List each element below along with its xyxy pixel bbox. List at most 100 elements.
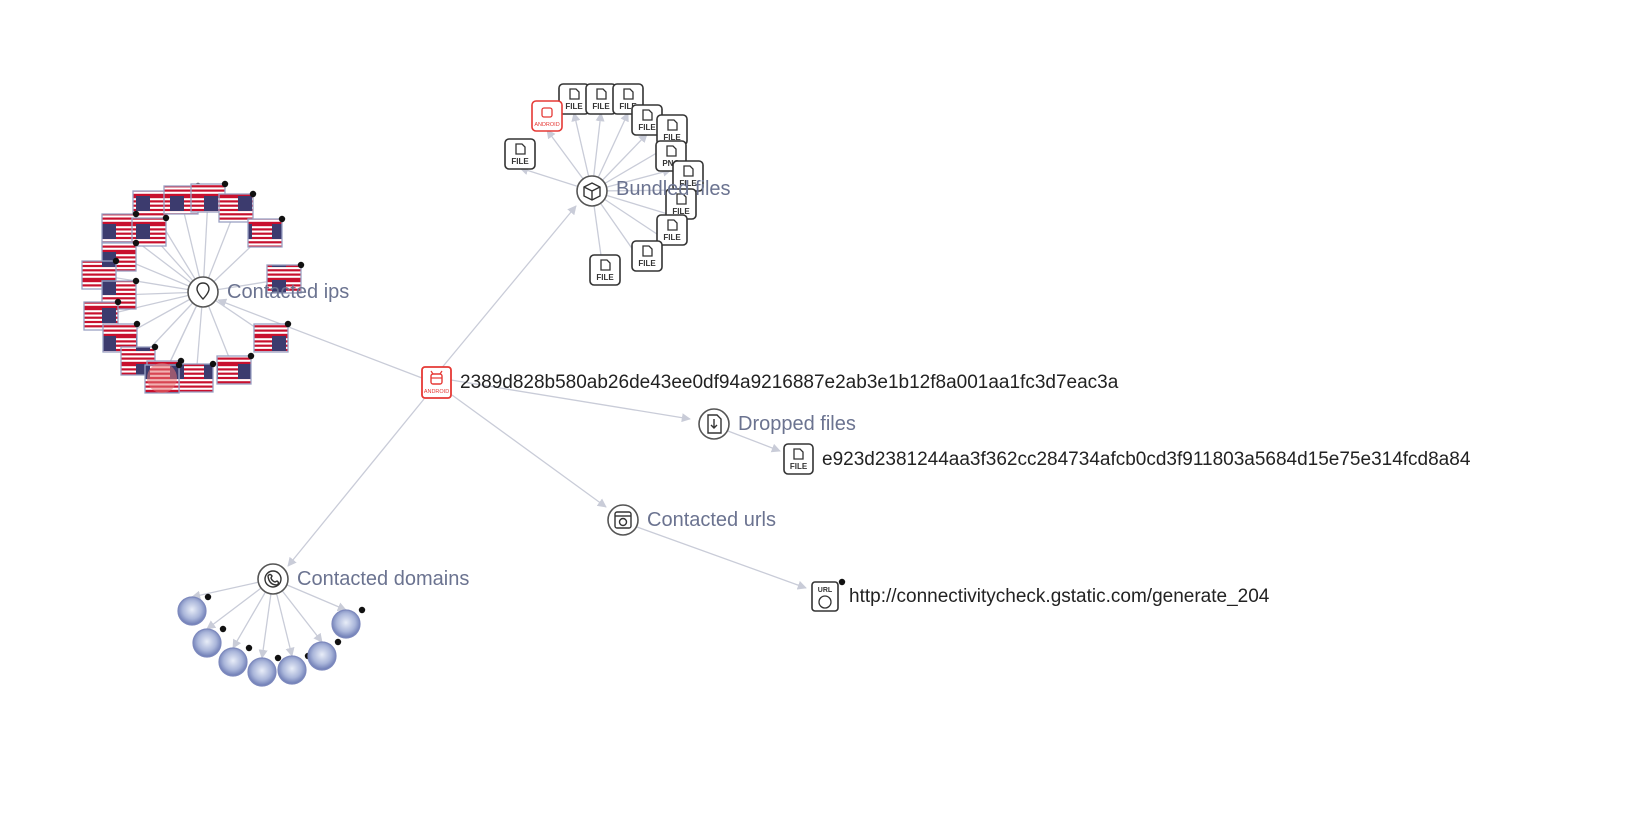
- globe-icon: [218, 647, 248, 677]
- contacted-domains-label: Contacted domains: [297, 568, 469, 590]
- edge-root-contacted-urls: [451, 394, 607, 508]
- file-icon-text: FILE: [638, 123, 656, 132]
- root-android-node[interactable]: ANDROID: [421, 366, 452, 399]
- file-icon: [642, 245, 653, 257]
- bundled-file-node[interactable]: FILE: [589, 254, 621, 286]
- file-icon: [600, 259, 611, 271]
- file-icon-text: FILE: [592, 102, 610, 111]
- download-file-icon: [707, 414, 722, 434]
- file-icon-text: FILE: [790, 462, 808, 471]
- us-flag-icon: [216, 355, 252, 385]
- contacted-urls-label: Contacted urls: [647, 509, 776, 531]
- contacted-url-node[interactable]: URL: [811, 578, 846, 612]
- domain-node[interactable]: [218, 644, 253, 677]
- status-dot: [132, 277, 140, 285]
- status-dot: [151, 343, 159, 351]
- status-dot: [132, 239, 140, 247]
- url-icon: [614, 511, 632, 529]
- file-icon: [666, 145, 677, 157]
- ip-node[interactable]: [178, 360, 217, 393]
- file-icon: [683, 165, 694, 177]
- edge-root-dropped-files: [450, 379, 691, 423]
- status-dot: [132, 210, 140, 218]
- domain-node[interactable]: [331, 606, 366, 639]
- url-icon-text: URL: [818, 587, 833, 594]
- status-dot: [247, 352, 255, 360]
- dropped-file-hash-label: e923d2381244aa3f362cc284734afcb0cd3f9118…: [822, 449, 1471, 470]
- ip-node[interactable]: [266, 261, 305, 294]
- bundled-file-node[interactable]: FILE: [558, 83, 590, 115]
- box-icon: [583, 182, 601, 201]
- file-icon-text: FILE: [638, 259, 656, 268]
- status-dot: [245, 644, 253, 652]
- contacted-domains-cluster: [177, 593, 366, 687]
- edge-dropped-to-file: [727, 430, 781, 453]
- bundled-file-node[interactable]: FILE: [504, 138, 536, 170]
- file-icon-text: FILE: [663, 233, 681, 242]
- edge-urls-to-url: [636, 526, 807, 590]
- domain-node[interactable]: [247, 654, 282, 687]
- contacted-ips-hub[interactable]: [187, 276, 219, 308]
- status-dot: [838, 578, 846, 586]
- contacted-ips-cluster: [81, 180, 305, 394]
- ip-node[interactable]: [218, 190, 257, 223]
- status-dot: [175, 361, 183, 369]
- ip-node[interactable]: [216, 352, 255, 385]
- ip-node[interactable]: [247, 215, 286, 248]
- dropped-file-node[interactable]: FILE: [783, 443, 814, 475]
- us-flag-icon: [266, 264, 302, 294]
- ip-node[interactable]: [101, 277, 140, 310]
- globe-icon: [247, 657, 277, 687]
- contacted-urls-hub[interactable]: [607, 504, 639, 536]
- file-icon: [667, 219, 678, 231]
- globe-icon: [277, 655, 307, 685]
- contacted-ips-label: Contacted ips: [227, 281, 349, 303]
- file-icon: [667, 119, 678, 131]
- status-dot: [114, 298, 122, 306]
- file-icon: [642, 109, 653, 121]
- domain-node[interactable]: [307, 638, 342, 671]
- ip-node[interactable]: [253, 320, 292, 353]
- domain-node[interactable]: [277, 652, 312, 685]
- status-dot: [334, 638, 342, 646]
- android-icon-text: ANDROID: [534, 122, 559, 128]
- status-dot: [274, 654, 282, 662]
- file-icon-text: FILE: [679, 179, 697, 188]
- root-hash-label: 2389d828b580ab26de43ee0df94a9216887e2ab3…: [460, 372, 1119, 393]
- ip-node[interactable]: [101, 210, 140, 243]
- file-icon-text: FILE: [511, 157, 529, 166]
- us-flag-icon: [253, 323, 289, 353]
- status-dot: [133, 320, 141, 328]
- bundled-files-label: Bundled files: [616, 178, 731, 200]
- status-dot: [358, 606, 366, 614]
- file-icon-text: FILE: [619, 102, 637, 111]
- us-flag-icon: [178, 363, 214, 393]
- bundled-files-hub[interactable]: [576, 175, 608, 207]
- us-flag-icon: [101, 280, 137, 310]
- status-dot: [284, 320, 292, 328]
- status-dot: [221, 180, 229, 188]
- android-icon: [541, 107, 553, 118]
- file-icon: [676, 193, 687, 205]
- bundled-file-node[interactable]: FILE: [631, 104, 663, 136]
- domain-node[interactable]: [192, 625, 227, 658]
- bundled-file-node[interactable]: FILE: [585, 83, 617, 115]
- status-dot: [219, 625, 227, 633]
- file-icon-text: FILE: [672, 207, 690, 216]
- dropped-files-hub[interactable]: [698, 408, 730, 440]
- globe-icon: [818, 595, 832, 609]
- status-dot: [278, 215, 286, 223]
- globe-icon: [307, 641, 337, 671]
- android-icon-text: ANDROID: [424, 389, 449, 395]
- bundled-android-node[interactable]: ANDROID: [531, 100, 563, 132]
- globe-icon: [192, 628, 222, 658]
- edge-root-contacted-domains: [287, 398, 425, 567]
- bundled-file-node[interactable]: FILE: [656, 214, 688, 246]
- contacted-domains-hub[interactable]: [257, 563, 289, 595]
- domain-node[interactable]: [177, 593, 212, 626]
- file-icon: [623, 88, 634, 100]
- bundled-file-node[interactable]: FILE: [631, 240, 663, 272]
- bundled-file-node[interactable]: FILE: [665, 188, 697, 220]
- status-dot: [249, 190, 257, 198]
